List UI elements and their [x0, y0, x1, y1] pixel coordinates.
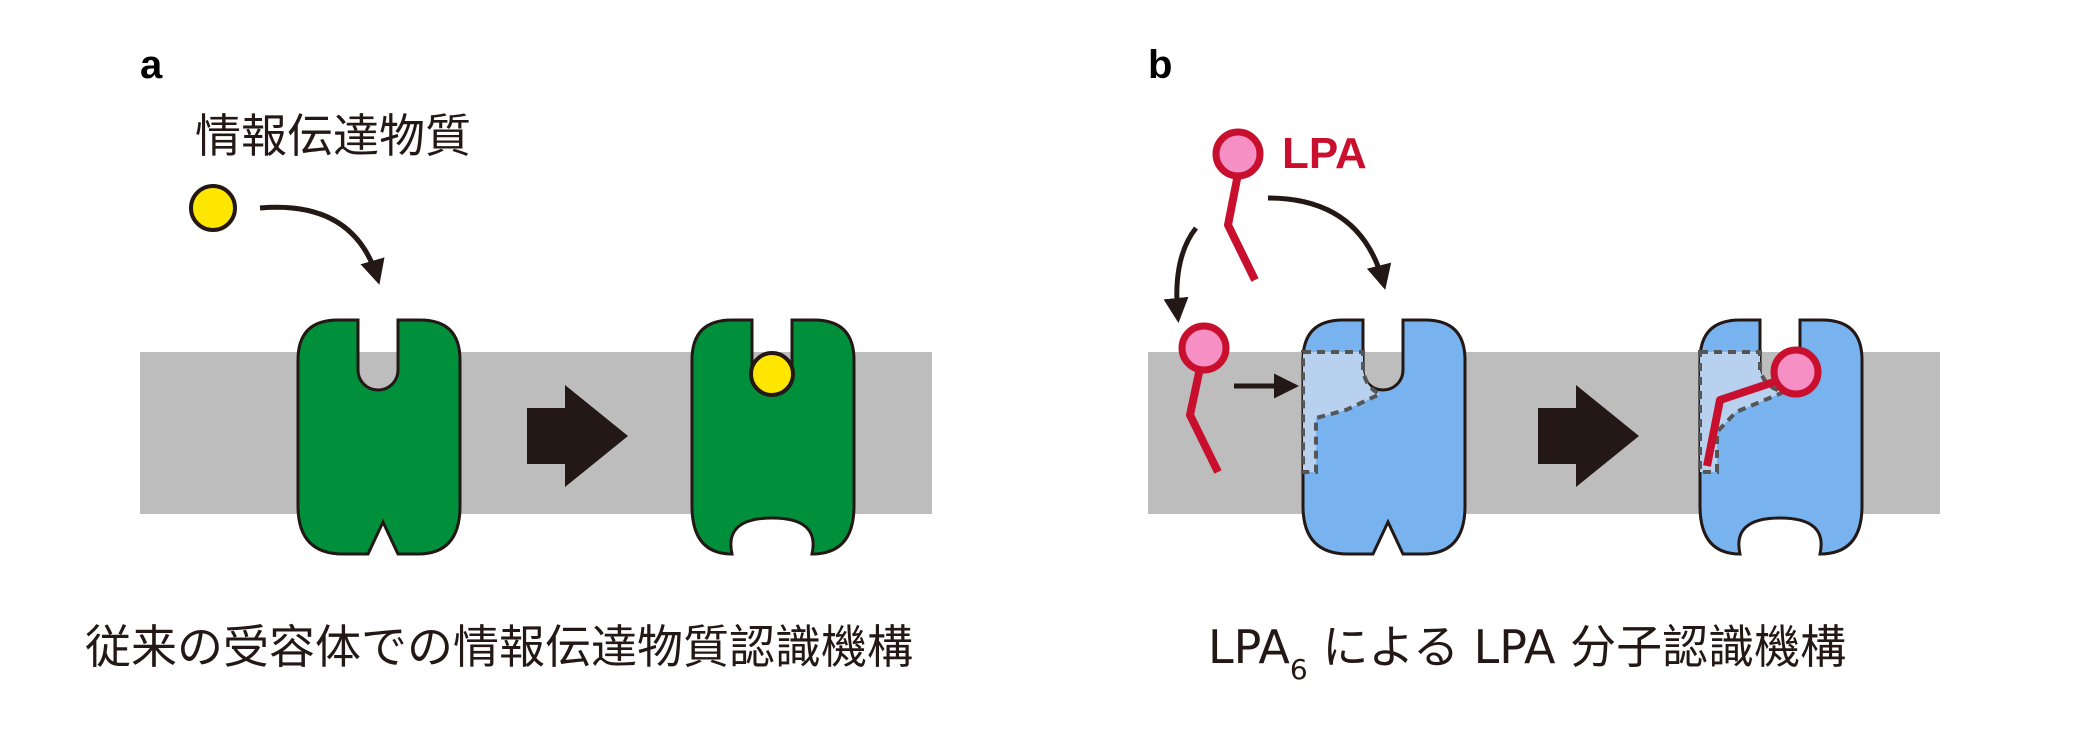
caption-b-prefix: LPA [1208, 620, 1290, 674]
lpa-label: LPA [1282, 129, 1367, 178]
panel-b-letter: b [1148, 43, 1172, 87]
receptor-unbound-a [296, 318, 462, 556]
binding-arrow-b-top [1267, 195, 1392, 290]
ligand-molecule [189, 184, 237, 232]
caption-b-subscript: 6 [1290, 653, 1308, 686]
process-arrow-b [1538, 385, 1639, 487]
panel-b: b LPA LPA6 による LPA 分子認識機構 [1148, 43, 1940, 686]
process-arrow-a [527, 385, 628, 487]
caption-a: 従来の受容体での情報伝達物質認識機構 [85, 620, 913, 674]
lpa-molecule-free [1212, 128, 1264, 282]
binding-arrow-b-side [1163, 226, 1198, 323]
bound-ligand [749, 351, 795, 397]
panel-a: a 情報伝達物質 従来の受容体での情報伝達物質認識機構 [85, 43, 932, 674]
lateral-pocket-b [1301, 350, 1385, 474]
panel-a-letter: a [140, 43, 163, 87]
caption-b-suffix: による LPA 分子認識機構 [1308, 620, 1846, 674]
lpa-molecule-side [1178, 322, 1230, 474]
caption-b: LPA6 による LPA 分子認識機構 [1208, 620, 1846, 686]
binding-arrow-a [259, 204, 385, 285]
lpa-molecule-bound [1703, 346, 1822, 467]
ligand-label: 情報伝達物質 [195, 109, 471, 163]
